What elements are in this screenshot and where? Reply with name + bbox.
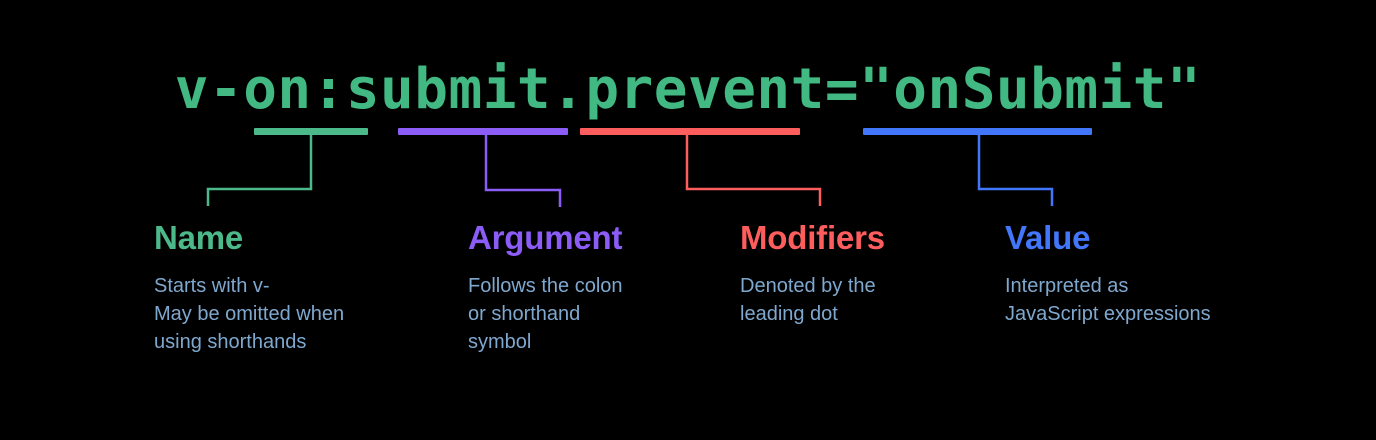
underline-bar-name <box>254 128 368 135</box>
legend-title-modifiers: Modifiers <box>740 219 885 256</box>
underline-bar-value <box>863 128 1092 135</box>
legend-description-modifiers: Denoted by the leading dot <box>740 275 876 325</box>
directive-expression-code: v-on:submit.prevent="onSubmit" <box>174 57 1202 122</box>
legend-title-value: Value <box>1005 219 1091 256</box>
legend-description-name: Starts with v- May be omitted when using… <box>154 275 345 353</box>
legend-description-value: Interpreted as JavaScript expressions <box>1005 275 1211 325</box>
connector-modifiers <box>685 135 822 206</box>
legend-description-argument: Follows the colon or shorthand symbol <box>468 275 623 353</box>
connector-value <box>977 135 1054 206</box>
underline-bar-argument <box>398 128 568 135</box>
underline-bar-modifiers <box>580 128 800 135</box>
legend-title-argument: Argument <box>468 219 623 256</box>
connector-argument <box>484 135 562 207</box>
legend-title-name: Name <box>154 219 244 256</box>
connector-name <box>206 135 313 206</box>
